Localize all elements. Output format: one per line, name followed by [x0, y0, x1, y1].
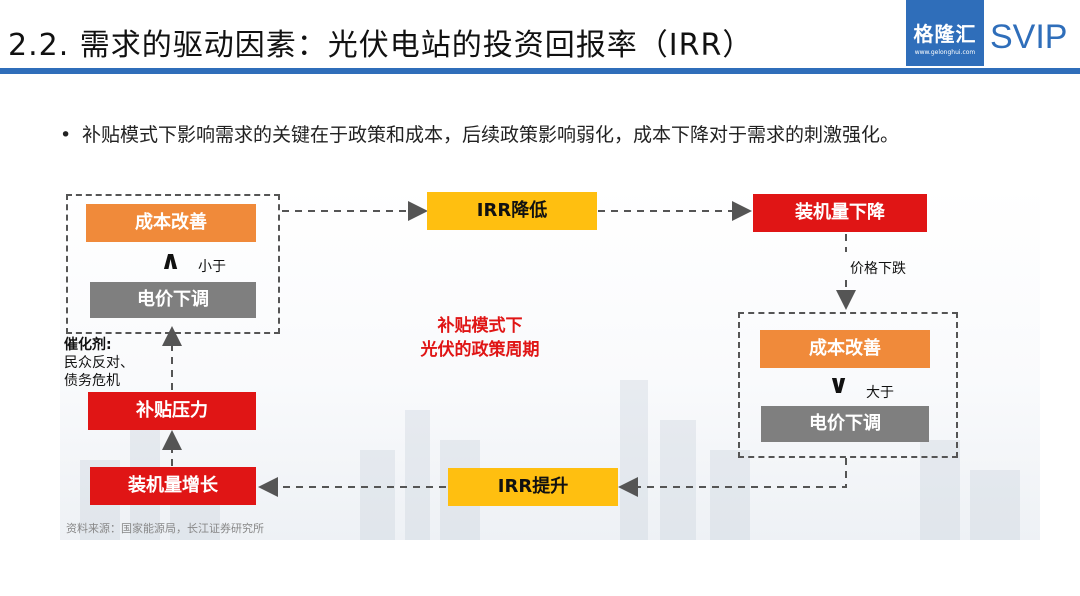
subsidy-pressure-box: 补贴压力 — [88, 392, 256, 430]
greater-than-label: 大于 — [866, 382, 894, 402]
right-cost-improve-box: 成本改善 — [760, 330, 930, 368]
right-price-cut-box: 电价下调 — [761, 406, 929, 442]
install-down-box: 装机量下降 — [753, 194, 927, 232]
less-than-symbol: ∧ — [160, 246, 181, 276]
catalyst-title: 催化剂: — [64, 334, 112, 354]
center-caption-line-1: 补贴模式下 — [380, 314, 580, 338]
arrow-to-irr-up — [622, 458, 846, 487]
left-cost-improve-box: 成本改善 — [86, 204, 256, 242]
source-note: 资料来源：国家能源局，长江证券研究所 — [66, 520, 264, 536]
irr-up-box: IRR提升 — [448, 468, 618, 506]
greater-than-symbol: ∨ — [828, 370, 849, 400]
price-drop-label: 价格下跌 — [850, 258, 906, 278]
install-up-box: 装机量增长 — [90, 467, 256, 505]
center-caption-line-2: 光伏的政策周期 — [380, 338, 580, 362]
catalyst-line-2: 债务危机 — [64, 370, 120, 390]
left-price-cut-box: 电价下调 — [90, 282, 256, 318]
center-caption: 补贴模式下 光伏的政策周期 — [380, 314, 580, 362]
irr-down-box: IRR降低 — [427, 192, 597, 230]
catalyst-line-1: 民众反对、 — [64, 352, 134, 372]
less-than-label: 小于 — [198, 256, 226, 276]
